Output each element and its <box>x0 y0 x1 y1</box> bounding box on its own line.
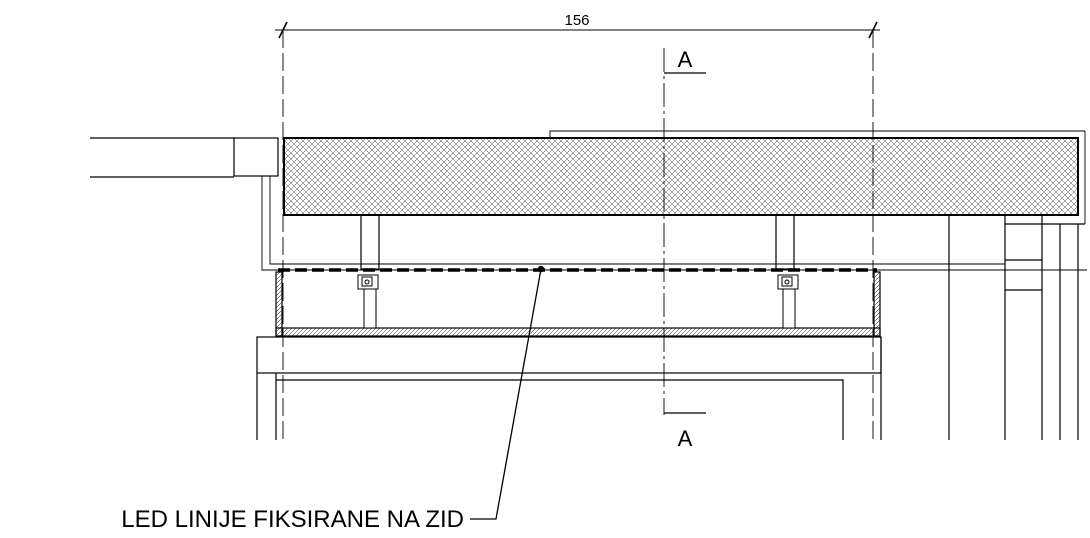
section-cut-line <box>663 48 706 415</box>
lower-frame <box>256 336 882 440</box>
right-wall-column <box>948 215 1085 440</box>
left-wall-stub <box>90 137 279 178</box>
callout-label: LED LINIJE FIKSIRANE NA ZID <box>121 506 464 533</box>
dimension-value: 156 <box>564 12 589 29</box>
led-channel <box>275 271 881 337</box>
mounting-clip-right <box>777 274 799 329</box>
mounting-clip-left <box>357 274 379 329</box>
section-mark-top: A <box>678 47 693 72</box>
callout-leader <box>470 265 545 520</box>
support-posts <box>360 214 795 270</box>
crosshatched-panel <box>283 137 1079 216</box>
section-mark-bottom: A <box>678 426 693 451</box>
top-right-outline <box>549 130 1086 224</box>
